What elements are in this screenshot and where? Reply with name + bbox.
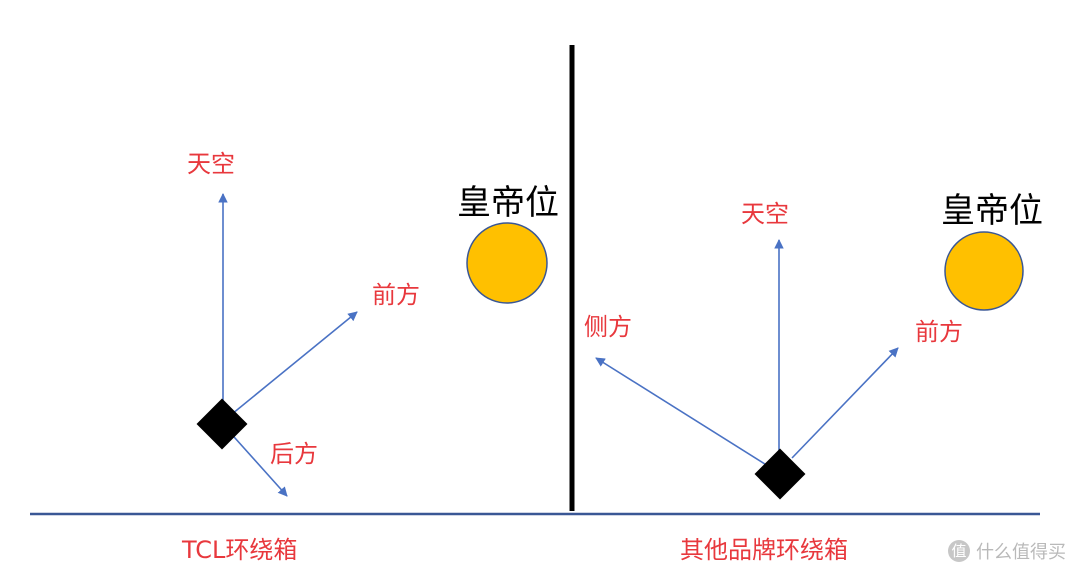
- left-back-arrow: [225, 427, 288, 497]
- left-speaker: [196, 398, 248, 450]
- right-front-label: 前方: [915, 318, 963, 346]
- right-up-label: 天空: [741, 200, 789, 228]
- right-caption: 其他品牌环绕箱: [680, 536, 848, 564]
- right-side-label: 侧方: [584, 313, 632, 341]
- watermark-logo-icon: 值: [948, 540, 970, 562]
- right-sweet-spot-circle: [944, 231, 1024, 311]
- left-up-label: 天空: [187, 150, 235, 178]
- left-sweet-spot-circle: [466, 222, 548, 304]
- right-panel: 天空 前方 侧方 皇帝位 其他品牌环绕箱: [584, 191, 1043, 564]
- right-speaker: [754, 448, 806, 500]
- right-front-arrow: [791, 347, 899, 459]
- left-panel: 天空 前方 后方 皇帝位 TCL环绕箱: [181, 150, 559, 564]
- watermark-text: 什么值得买: [976, 542, 1066, 563]
- right-side-arrow: [595, 357, 769, 467]
- left-back-label: 后方: [270, 440, 318, 468]
- left-front-arrow: [231, 311, 358, 415]
- left-front-label: 前方: [372, 281, 420, 309]
- left-sweet-spot-label: 皇帝位: [457, 183, 559, 223]
- watermark: 值 什么值得买: [948, 538, 1066, 564]
- left-caption: TCL环绕箱: [181, 536, 297, 564]
- right-sweet-spot-label: 皇帝位: [941, 191, 1043, 231]
